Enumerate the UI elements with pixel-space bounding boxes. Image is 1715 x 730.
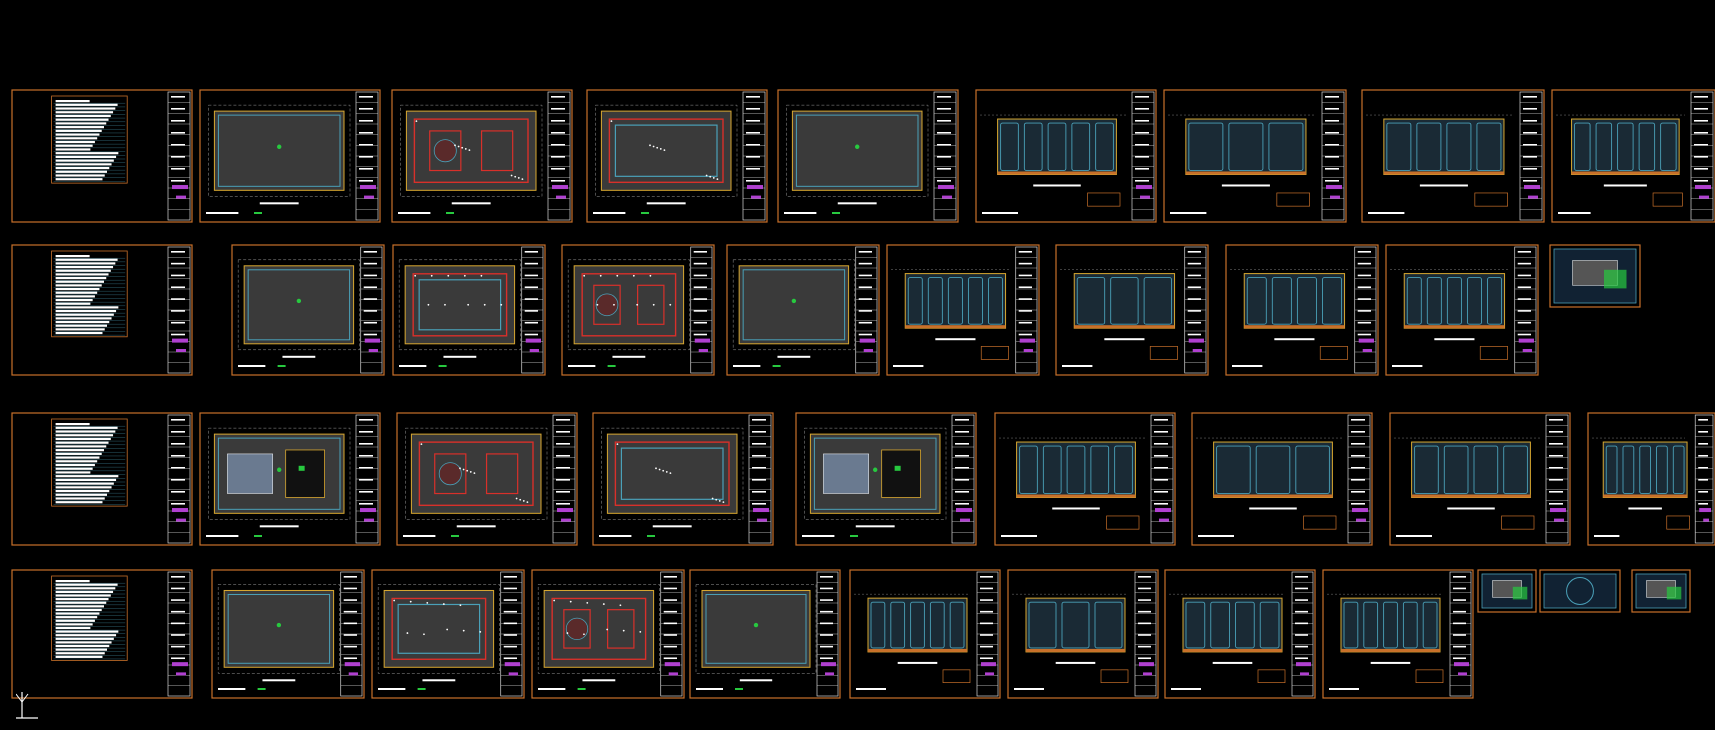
drawing-sheet-plan[interactable] bbox=[199, 89, 381, 223]
drawing-sheet-elevation[interactable] bbox=[1163, 89, 1347, 223]
drawing-sheet-elevation[interactable] bbox=[886, 244, 1040, 376]
drawing-sheet-detail[interactable] bbox=[1549, 244, 1641, 308]
drawing-sheet-ceiling[interactable] bbox=[391, 89, 573, 223]
drawing-sheet-elevation[interactable] bbox=[1164, 569, 1316, 699]
drawing-sheet-plan[interactable] bbox=[777, 89, 959, 223]
drawing-sheet-detail[interactable] bbox=[1631, 569, 1691, 613]
drawing-sheet-index[interactable] bbox=[11, 412, 193, 546]
drawing-sheet-detail[interactable] bbox=[1539, 569, 1621, 613]
drawing-sheet-plan[interactable] bbox=[231, 244, 385, 376]
drawing-sheet-ceiling[interactable] bbox=[592, 412, 774, 546]
drawing-sheet-plan[interactable] bbox=[726, 244, 880, 376]
drawing-sheet-plan[interactable] bbox=[795, 412, 977, 546]
drawing-sheet-ceiling[interactable] bbox=[561, 244, 715, 376]
ucs-icon bbox=[16, 692, 38, 719]
drawing-sheet-ceiling[interactable] bbox=[586, 89, 768, 223]
drawing-sheet-plan[interactable] bbox=[689, 569, 841, 699]
drawing-sheet-elevation[interactable] bbox=[1385, 244, 1539, 376]
drawing-sheet-plan[interactable] bbox=[199, 412, 381, 546]
drawing-sheet-elevation[interactable] bbox=[994, 412, 1176, 546]
drawing-sheet-elevation[interactable] bbox=[1055, 244, 1209, 376]
drawing-sheet-index[interactable] bbox=[11, 244, 193, 376]
drawing-sheet-ceiling[interactable] bbox=[371, 569, 525, 699]
drawing-sheet-elevation[interactable] bbox=[1389, 412, 1571, 546]
drawing-sheet-index[interactable] bbox=[11, 89, 193, 223]
drawing-sheet-elevation[interactable] bbox=[849, 569, 1001, 699]
drawing-sheet-ceiling[interactable] bbox=[392, 244, 546, 376]
drawing-sheet-elevation[interactable] bbox=[1361, 89, 1545, 223]
drawing-sheet-plan[interactable] bbox=[211, 569, 365, 699]
drawing-sheet-detail[interactable] bbox=[1477, 569, 1537, 613]
drawing-sheet-index[interactable] bbox=[11, 569, 193, 699]
drawing-sheet-ceiling[interactable] bbox=[396, 412, 578, 546]
drawing-sheet-elevation[interactable] bbox=[1007, 569, 1159, 699]
drawing-sheet-elevation[interactable] bbox=[1587, 412, 1715, 546]
drawing-sheet-ceiling[interactable] bbox=[531, 569, 685, 699]
drawing-sheet-elevation[interactable] bbox=[975, 89, 1157, 223]
drawing-sheet-elevation[interactable] bbox=[1225, 244, 1379, 376]
drawing-sheet-elevation[interactable] bbox=[1551, 89, 1715, 223]
drawing-sheet-elevation[interactable] bbox=[1191, 412, 1373, 546]
drawing-sheet-elevation[interactable] bbox=[1322, 569, 1474, 699]
